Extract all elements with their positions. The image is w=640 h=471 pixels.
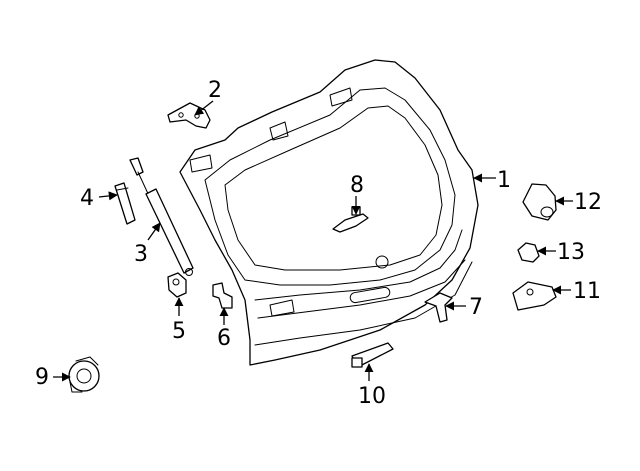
clip-part[interactable] <box>424 292 453 323</box>
callout-5: 5 <box>172 319 186 344</box>
hinge-part[interactable] <box>167 102 211 129</box>
bumper-stop-part[interactable] <box>167 272 187 298</box>
callout-11: 11 <box>573 279 601 304</box>
callout-1: 1 <box>497 168 511 193</box>
leader-lines <box>53 100 573 382</box>
leader-4 <box>98 191 118 201</box>
callout-3: 3 <box>134 242 148 267</box>
latch-module-part[interactable] <box>512 281 557 311</box>
callout-9: 9 <box>35 365 49 390</box>
bracket-part[interactable] <box>114 182 136 225</box>
switch-part[interactable] <box>351 342 394 368</box>
callout-6: 6 <box>217 326 231 351</box>
camera-part[interactable] <box>522 183 557 221</box>
callout-8: 8 <box>350 173 364 198</box>
callout-7: 7 <box>469 295 483 320</box>
callout-4: 4 <box>80 186 94 211</box>
liftgate-part[interactable] <box>179 59 479 366</box>
callout-10: 10 <box>358 384 386 409</box>
motor-part[interactable] <box>68 356 100 393</box>
callout-numbers: 1 2 3 4 5 6 7 8 9 10 11 12 13 <box>35 78 602 409</box>
leader-3 <box>147 222 161 241</box>
gas-strut-part[interactable] <box>129 157 194 276</box>
callout-13: 13 <box>557 240 585 265</box>
callout-2: 2 <box>208 78 222 103</box>
small-clip-part[interactable] <box>517 242 540 263</box>
callout-12: 12 <box>574 190 602 215</box>
latch-bracket-part[interactable] <box>212 282 233 309</box>
leader-2 <box>194 100 214 116</box>
